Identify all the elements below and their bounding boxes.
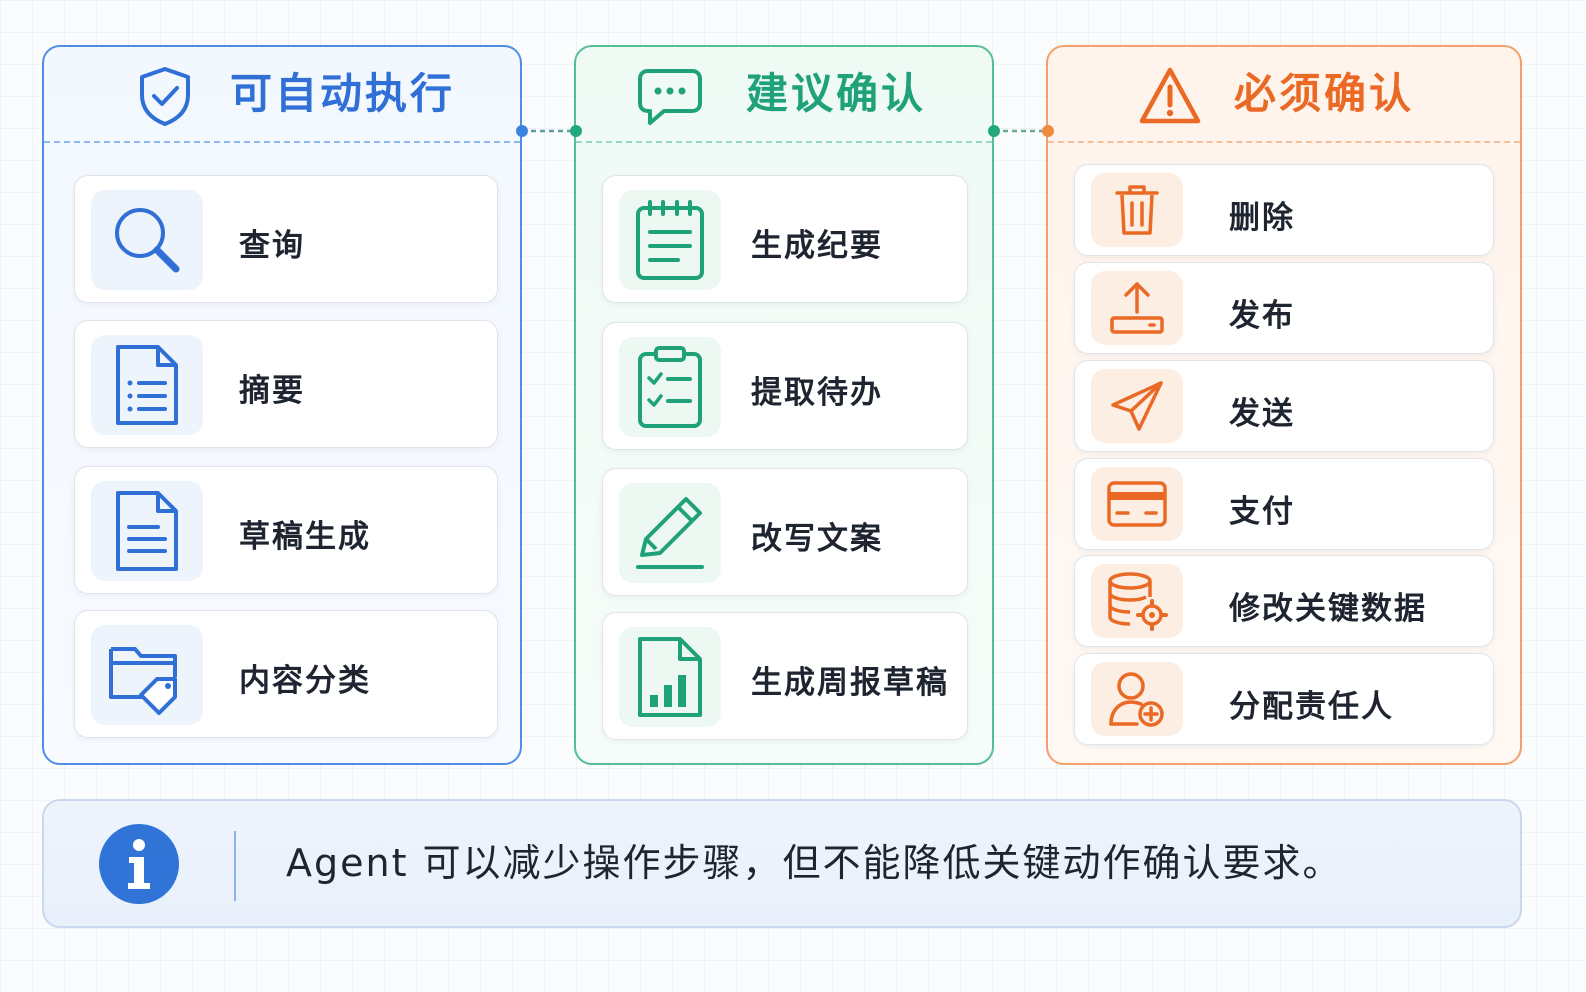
- auto-execute-header: 可自动执行: [44, 47, 520, 143]
- folder-tag-icon: [109, 647, 177, 715]
- must-confirm-panel: 必须确认 删除 发布: [1046, 45, 1522, 765]
- info-note: Agent 可以减少操作步骤，但不能降低关键动作确认要求。: [42, 799, 1522, 928]
- suggest-confirm-title: 建议确认: [746, 69, 927, 118]
- card-publish[interactable]: 发布: [1074, 262, 1494, 354]
- card-label: 发送: [1229, 396, 1295, 432]
- pencil-icon: [636, 497, 704, 569]
- card-label: 内容分类: [239, 663, 371, 699]
- card-label: 查询: [239, 228, 305, 264]
- card-summary[interactable]: 摘要: [74, 320, 498, 448]
- auto-execute-title: 可自动执行: [230, 69, 456, 118]
- summary-list-icon: [116, 345, 178, 425]
- card-delete[interactable]: 删除: [1074, 164, 1494, 256]
- upload-icon: [1110, 282, 1164, 334]
- search-icon: [115, 208, 180, 273]
- card-label: 草稿生成: [239, 519, 371, 555]
- card-send[interactable]: 发送: [1074, 360, 1494, 452]
- credit-card-icon: [1107, 481, 1167, 527]
- report-chart-icon: [638, 637, 702, 717]
- connector-auto-suggest: [516, 125, 582, 137]
- must-confirm-title: 必须确认: [1234, 69, 1415, 118]
- suggest-confirm-panel: 建议确认 生成纪要: [574, 45, 994, 765]
- notepad-icon: [636, 200, 704, 280]
- card-query[interactable]: 查询: [74, 175, 498, 303]
- auto-execute-panel: 可自动执行 查询 摘要: [42, 45, 522, 765]
- card-weekly-report[interactable]: 生成周报草稿: [602, 612, 968, 740]
- connector-suggest-required: [988, 125, 1054, 137]
- card-label: 生成周报草稿: [751, 665, 949, 701]
- card-assign-owner[interactable]: 分配责任人: [1074, 653, 1494, 745]
- trash-icon: [1115, 185, 1159, 235]
- note-text: Agent 可以减少操作步骤，但不能降低关键动作确认要求。: [286, 841, 1343, 885]
- card-pay[interactable]: 支付: [1074, 458, 1494, 550]
- card-label: 改写文案: [751, 521, 883, 557]
- card-todo[interactable]: 提取待办: [602, 322, 968, 450]
- warning-triangle-icon: [1139, 67, 1201, 124]
- card-label: 生成纪要: [751, 228, 883, 264]
- chat-bubble-icon: [638, 69, 702, 125]
- card-label: 支付: [1229, 494, 1295, 530]
- draft-document-icon: [116, 491, 178, 571]
- card-classify[interactable]: 内容分类: [74, 610, 498, 738]
- card-label: 发布: [1229, 298, 1295, 334]
- clipboard-check-icon: [638, 346, 702, 428]
- card-label: 摘要: [239, 373, 305, 409]
- card-minutes[interactable]: 生成纪要: [602, 175, 968, 303]
- card-draft[interactable]: 草稿生成: [74, 466, 498, 594]
- card-label: 删除: [1229, 200, 1295, 236]
- database-gear-icon: [1108, 572, 1168, 631]
- card-edit-key-data[interactable]: 修改关键数据: [1074, 555, 1494, 647]
- shield-check-icon: [140, 67, 190, 126]
- info-icon: [99, 824, 179, 904]
- send-plane-icon: [1111, 381, 1163, 431]
- card-label: 提取待办: [751, 375, 883, 411]
- card-label: 分配责任人: [1229, 689, 1394, 725]
- card-label: 修改关键数据: [1229, 591, 1427, 627]
- suggest-confirm-header: 建议确认: [576, 47, 992, 143]
- user-add-icon: [1109, 672, 1164, 727]
- note-divider: [234, 831, 236, 901]
- must-confirm-header: 必须确认: [1048, 47, 1520, 143]
- card-rewrite[interactable]: 改写文案: [602, 468, 968, 596]
